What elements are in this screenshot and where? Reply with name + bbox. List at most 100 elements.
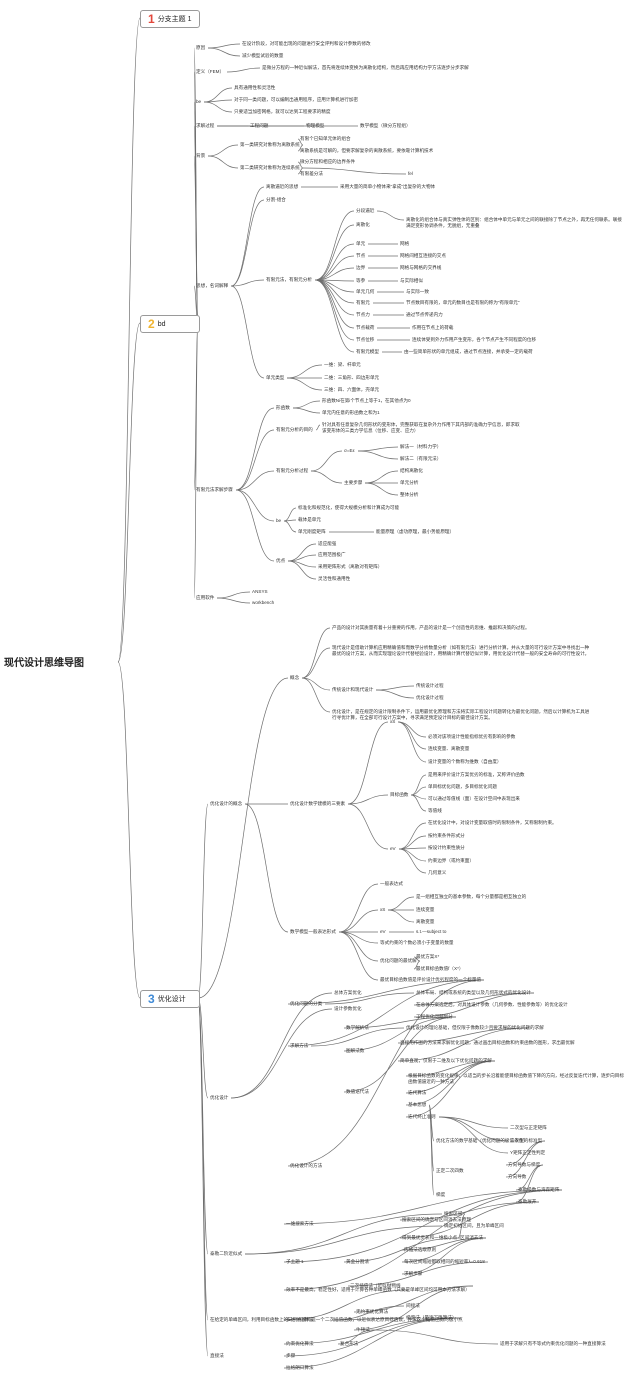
- node-89[interactable]: xS: [390, 719, 396, 724]
- node-8[interactable]: 只要适当加密网格，就可以达到工程要求的精度: [234, 109, 331, 114]
- node-31[interactable]: 节点: [356, 253, 366, 258]
- node-116[interactable]: 最优目标函数值是评价设计优劣程度的一个标量值: [380, 977, 482, 982]
- node-49[interactable]: 单元类型: [266, 375, 285, 380]
- node-76[interactable]: 灵活性和通用性: [318, 576, 351, 581]
- node-69[interactable]: 载体是单元: [298, 517, 321, 522]
- node-112[interactable]: 等式约束的个数必须小于变量的数量: [380, 940, 454, 945]
- root-topic[interactable]: 现代设计思维导图: [4, 658, 84, 669]
- node-110[interactable]: eV: [380, 929, 386, 934]
- node-33[interactable]: 边界: [356, 265, 366, 270]
- node-170[interactable]: 步骤: [286, 1353, 296, 1358]
- node-25[interactable]: 有限元法，有限元分析: [266, 277, 312, 282]
- node-59[interactable]: 有限元分析过程: [276, 468, 309, 473]
- node-118[interactable]: 优化问题的分类: [290, 1001, 323, 1006]
- node-38[interactable]: 与实际一致: [406, 289, 429, 294]
- node-43[interactable]: 节点载荷: [356, 325, 375, 330]
- node-37[interactable]: 单元几何: [356, 289, 375, 294]
- node-29[interactable]: 单元: [356, 241, 366, 246]
- node-82[interactable]: 现代设计是借助计算机应用精确值和而数学分析数量分析（如有限元法）进行分析计算，并…: [332, 645, 590, 656]
- node-137[interactable]: 二次型与正定矩阵: [510, 1125, 547, 1130]
- node-136[interactable]: 优化方法的数学基础（优化问题的极值条件）: [436, 1138, 528, 1143]
- node-79[interactable]: workbench: [252, 600, 275, 605]
- node-18[interactable]: 微分方程和相应的边界条件: [300, 159, 356, 164]
- node-9[interactable]: 求解过程: [196, 123, 215, 128]
- node-103[interactable]: 几何意义: [428, 870, 447, 875]
- node-166[interactable]: 直接法: [210, 1353, 224, 1358]
- node-100[interactable]: 按约束条件形式分: [428, 833, 465, 838]
- node-154[interactable]: 黄金分割法: [346, 1259, 369, 1264]
- node-63[interactable]: 主要步骤: [344, 480, 363, 485]
- node-111[interactable]: s.t.—subject to: [416, 929, 447, 934]
- node-124[interactable]: 求解方法: [290, 1043, 309, 1048]
- node-104[interactable]: 数学模型一般表达形式: [290, 929, 336, 934]
- node-16[interactable]: 离散系统是可解的，但要求解复杂的离散系统，要依靠计算机技术: [300, 148, 434, 153]
- node-2[interactable]: 减少模型试验的数量: [242, 53, 284, 58]
- node-108[interactable]: 连续变量: [416, 907, 435, 912]
- node-50[interactable]: 一维：梁、杆单元: [324, 362, 361, 367]
- node-5[interactable]: be: [196, 99, 202, 104]
- node-127[interactable]: 图解法数: [346, 1048, 365, 1053]
- node-143[interactable]: 梯度: [436, 1192, 446, 1197]
- node-32[interactable]: 网格间相互连接的交点: [400, 253, 446, 258]
- node-135[interactable]: 优化设计的方法: [290, 1163, 323, 1168]
- node-56[interactable]: 单元内任意的形函数之和为1: [322, 410, 380, 415]
- node-48[interactable]: 由一些简单形状的单元组成，通过节点连接，并承受一定的载荷: [404, 349, 533, 354]
- node-40[interactable]: 节点数目有限的，单元的数目也是有限的称为"有限单元": [406, 300, 520, 305]
- node-73[interactable]: 适应能强: [318, 541, 337, 546]
- node-113[interactable]: 优化问题的最优解: [380, 958, 417, 963]
- node-150[interactable]: 确定初始区间，且为单峰区间: [444, 1223, 504, 1228]
- node-78[interactable]: ANSYS: [252, 589, 268, 594]
- node-4[interactable]: 是微分方程的一种近似解法，首先将连续体变换为离散化结构，然后再应用结构力学方法逐…: [262, 65, 469, 70]
- node-26[interactable]: 分段逼近: [356, 208, 375, 213]
- node-167[interactable]: 约束优化算法: [286, 1341, 314, 1346]
- node-34[interactable]: 网格与网格的交界线: [400, 265, 442, 270]
- node-64[interactable]: 结构离散化: [400, 468, 423, 473]
- node-19[interactable]: 有限差分法: [300, 171, 323, 176]
- node-151[interactable]: 得到最优步长和一维极小点: [402, 1235, 458, 1240]
- node-20[interactable]: fel: [408, 171, 413, 176]
- node-41[interactable]: 节点力: [356, 312, 370, 317]
- node-138[interactable]: 二次型的标准型: [510, 1138, 543, 1143]
- node-66[interactable]: 整体分析: [400, 492, 419, 497]
- node-46[interactable]: 连续体受到外力作用产生变形，各个节点产生不同程度的位移: [412, 337, 537, 342]
- node-70[interactable]: 单元刚度矩阵: [298, 529, 326, 534]
- node-35[interactable]: 等参: [356, 278, 366, 283]
- node-83[interactable]: 传统设计和现代设计: [332, 687, 374, 692]
- node-11[interactable]: 物理模型: [306, 123, 325, 128]
- node-160[interactable]: 在给定的单峰区间，利用目标函数上的三个点来构造一个二次插值函数，以近似表达原目标…: [210, 1317, 463, 1322]
- node-131[interactable]: 根据目标函数的变化规律，以适当的步长沿着能使目标函数值下降的方向，经过反复迭代计…: [408, 1073, 624, 1084]
- node-149[interactable]: 搜索区间: [444, 1211, 463, 1216]
- node-155[interactable]: 内插法选取原则: [404, 1247, 437, 1252]
- node-139[interactable]: Y矩阵正定性判定: [510, 1150, 546, 1155]
- node-74[interactable]: 应用范围极广: [318, 552, 346, 557]
- node-130[interactable]: 数值迭代法: [346, 1089, 369, 1094]
- node-67[interactable]: be: [276, 518, 282, 523]
- node-171[interactable]: 拉格朗日算法: [286, 1365, 314, 1370]
- node-133[interactable]: 基本思想: [408, 1102, 427, 1107]
- node-152[interactable]: 区间消去法: [460, 1235, 483, 1240]
- node-162[interactable]: 无约束优化算法: [356, 1309, 389, 1314]
- node-126[interactable]: 优化设计的理论基础，但仅限于像数较少且要求导的优化问题的求解: [406, 1025, 544, 1030]
- node-98[interactable]: eV: [390, 846, 396, 851]
- node-10[interactable]: 工程问题: [250, 123, 269, 128]
- node-84[interactable]: 传统设计过程: [416, 683, 444, 688]
- node-132[interactable]: 迭代算法: [408, 1090, 427, 1095]
- node-153[interactable]: 子主题 1: [286, 1259, 304, 1264]
- node-12[interactable]: 数学模型（微分方程组）: [360, 123, 411, 128]
- node-54[interactable]: 形函数: [276, 405, 290, 410]
- node-71[interactable]: 能量原理（虚功原理，最小势能原理）: [376, 529, 455, 534]
- node-120[interactable]: 总体布局、结构或系统的类型以及几何形状式的优化设计: [416, 990, 531, 995]
- node-62[interactable]: 解法二（有限元法）: [400, 456, 442, 461]
- node-15[interactable]: 有限个已知单元体的组合: [300, 136, 351, 141]
- node-96[interactable]: 可以通过等值线（面）在设计空间中表现出来: [428, 796, 520, 801]
- node-129[interactable]: 简单直观，仅限于二维及以下优化问题的求解: [400, 1058, 492, 1063]
- node-80[interactable]: 概念: [290, 675, 300, 680]
- node-21[interactable]: 思想，名词解释: [196, 283, 229, 288]
- node-27[interactable]: 离散化: [356, 222, 370, 227]
- node-3[interactable]: 定义（FEM）: [196, 69, 225, 74]
- node-60[interactable]: σ=Eε: [344, 448, 355, 453]
- node-72[interactable]: 优点: [276, 558, 286, 563]
- node-93[interactable]: 目标函数: [390, 792, 409, 797]
- node-24[interactable]: 分割-组合: [266, 197, 286, 202]
